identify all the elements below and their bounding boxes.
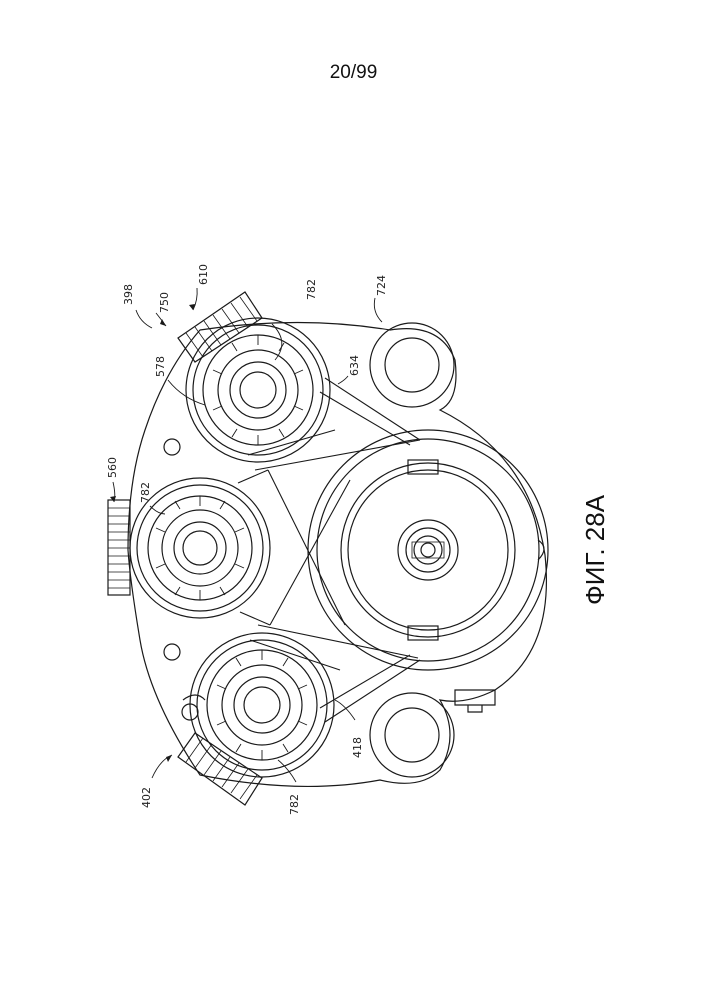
- mount-hole-upper: [164, 439, 180, 455]
- ref-398: 398: [122, 284, 135, 305]
- ref-750: 750: [158, 292, 171, 313]
- ref-418: 418: [351, 737, 364, 758]
- ref-610: 610: [197, 264, 210, 285]
- pulley-lower: [190, 633, 334, 777]
- arrowheads: [110, 304, 195, 762]
- hatched-block-middle: [108, 500, 130, 595]
- drive-pulley: [308, 430, 548, 670]
- ref-782-top: 782: [305, 279, 318, 300]
- ref-782-middle: 782: [139, 482, 152, 503]
- ref-402: 402: [140, 787, 153, 808]
- ref-560: 560: [106, 457, 119, 478]
- ref-724: 724: [375, 275, 388, 296]
- boss-bottom: [370, 693, 454, 777]
- ref-782-bottom: 782: [288, 794, 301, 815]
- figure-caption: ФИГ. 28А: [580, 494, 610, 605]
- ref-634: 634: [348, 355, 361, 376]
- small-dome: [183, 695, 205, 700]
- mount-hole-lower: [164, 644, 180, 660]
- pulley-upper: [186, 318, 330, 462]
- lower-fitting-stub: [468, 705, 482, 712]
- ref-578: 578: [154, 356, 167, 377]
- boss-top: [370, 323, 454, 407]
